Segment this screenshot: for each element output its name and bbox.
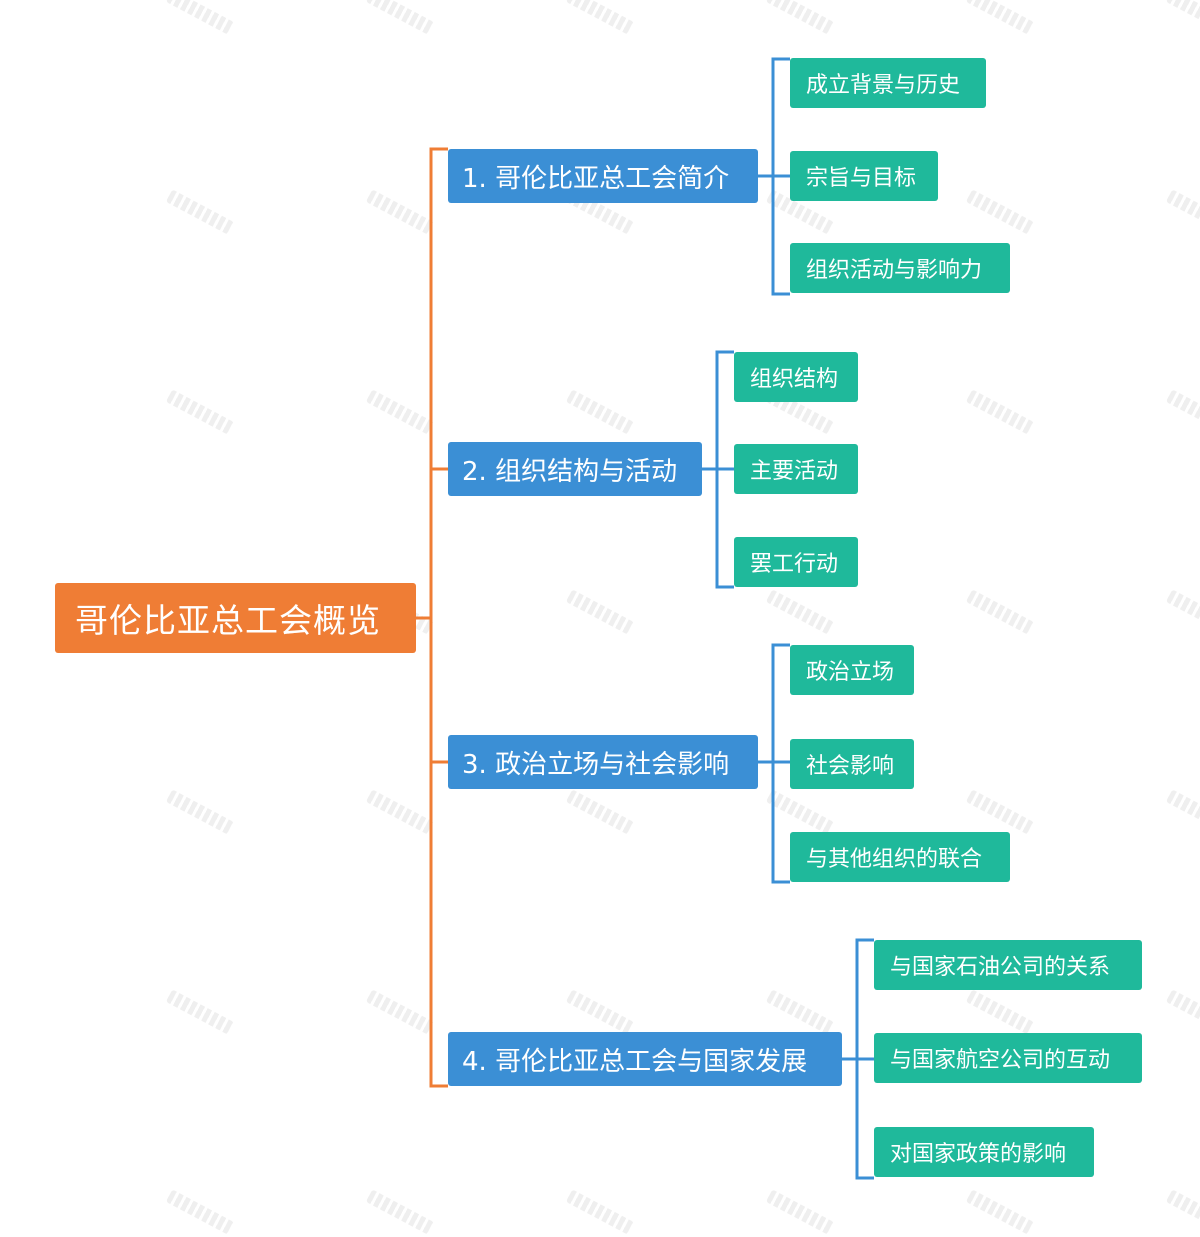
- leaf-label: 与国家石油公司的关系: [890, 955, 1111, 980]
- leaf-label: 政治立场: [806, 660, 895, 685]
- leaf-label: 社会影响: [806, 754, 895, 779]
- leaf-node-1-3[interactable]: 组织活动与影响力: [790, 243, 1010, 293]
- branch-node-3[interactable]: 3. 政治立场与社会影响: [448, 735, 758, 789]
- leaf-node-2-3[interactable]: 罢工行动: [734, 537, 858, 587]
- branch-node-1[interactable]: 1. 哥伦比亚总工会简介: [448, 149, 758, 203]
- branch-label: 1. 哥伦比亚总工会简介: [462, 163, 730, 194]
- leaf-node-4-2[interactable]: 与国家航空公司的互动: [874, 1033, 1142, 1083]
- leaf-label: 与国家航空公司的互动: [890, 1048, 1111, 1073]
- leaf-label: 组织活动与影响力: [806, 258, 983, 283]
- branch-node-4[interactable]: 4. 哥伦比亚总工会与国家发展: [448, 1032, 842, 1086]
- leaf-node-3-1[interactable]: 政治立场: [790, 645, 914, 695]
- branch-label: 4. 哥伦比亚总工会与国家发展: [462, 1046, 808, 1077]
- leaf-label: 主要活动: [750, 459, 839, 484]
- leaf-node-1-1[interactable]: 成立背景与历史: [790, 58, 986, 108]
- leaf-label: 宗旨与目标: [806, 166, 917, 191]
- leaf-label: 与其他组织的联合: [806, 847, 983, 872]
- root-bracket: [429, 147, 448, 1088]
- leaf-node-3-2[interactable]: 社会影响: [790, 739, 914, 789]
- leaf-node-2-1[interactable]: 组织结构: [734, 352, 858, 402]
- root-label: 哥伦比亚总工会概览: [75, 601, 381, 640]
- branch-label: 3. 政治立场与社会影响: [462, 749, 730, 780]
- leaf-label: 成立背景与历史: [806, 73, 961, 98]
- leaf-node-4-3[interactable]: 对国家政策的影响: [874, 1127, 1094, 1177]
- leaf-label: 罢工行动: [750, 552, 839, 577]
- leaf-node-3-3[interactable]: 与其他组织的联合: [790, 832, 1010, 882]
- leaf-node-2-2[interactable]: 主要活动: [734, 444, 858, 494]
- leaf-label: 组织结构: [750, 367, 839, 392]
- leaf-node-1-2[interactable]: 宗旨与目标: [790, 151, 938, 201]
- branch-node-2[interactable]: 2. 组织结构与活动: [448, 442, 702, 496]
- leaf-label: 对国家政策的影响: [890, 1142, 1067, 1167]
- root-node[interactable]: 哥伦比亚总工会概览: [55, 583, 416, 653]
- branch-label: 2. 组织结构与活动: [462, 456, 678, 487]
- leaf-node-4-1[interactable]: 与国家石油公司的关系: [874, 940, 1142, 990]
